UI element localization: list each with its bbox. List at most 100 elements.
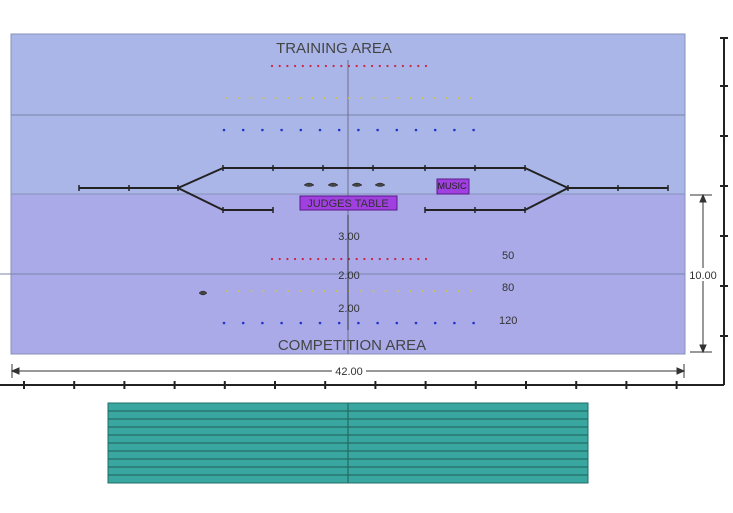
judge-seats (303, 182, 386, 187)
yellow-dot (372, 289, 375, 293)
red-dot (401, 257, 404, 261)
yellow-dot (372, 96, 375, 100)
blue-dot (280, 321, 283, 325)
yellow-dot (408, 289, 412, 293)
blue-dot (337, 321, 341, 325)
yellow-dot (225, 289, 229, 293)
yellow-dot (396, 96, 399, 100)
blue-dot (376, 321, 379, 325)
blue-dot (280, 128, 283, 132)
yellow-dot (311, 289, 314, 293)
perimeter-fence (0, 38, 725, 386)
rail-ticks (78, 165, 669, 213)
red-dot (386, 64, 389, 68)
blue-dot (357, 128, 360, 132)
red-dot (324, 257, 327, 261)
red-dot (386, 257, 389, 261)
red-dot (294, 257, 297, 261)
yellow-dot (286, 96, 290, 100)
red-dot (309, 257, 312, 261)
yellow-dot (421, 289, 424, 293)
red-dot (317, 257, 320, 261)
red-dot (363, 64, 366, 68)
red-dot (424, 257, 428, 261)
blue-dot (222, 128, 226, 132)
red-dot (424, 64, 428, 68)
blue-dot (241, 321, 245, 325)
yellow-dot (457, 96, 460, 100)
red-dot (332, 64, 335, 68)
yellow-dot (433, 96, 436, 100)
red-dot (301, 257, 304, 261)
gap-upper-label: 3.00 (338, 231, 359, 243)
red-dot (309, 64, 312, 68)
blue-dot (299, 321, 303, 325)
red-dot (332, 257, 335, 261)
blue-dot (414, 321, 418, 325)
yellow-dot (286, 289, 290, 293)
red-dot (278, 64, 281, 68)
blue-dot (453, 321, 456, 325)
yellow-dot (299, 96, 302, 100)
yellow-dot (299, 289, 302, 293)
yellow-dot (445, 289, 448, 293)
start-marker-icon (198, 290, 208, 296)
row-distance-80: 80 (502, 282, 514, 294)
red-dot (409, 64, 412, 68)
music-label: MUSIC (438, 181, 468, 191)
yellow-dot (360, 289, 363, 293)
red-dot (294, 64, 297, 68)
red-dot (417, 257, 420, 261)
red-dot (355, 64, 358, 68)
red-dot (301, 64, 304, 68)
blue-dot (241, 128, 245, 132)
red-dot (394, 64, 397, 68)
blue-dot (395, 128, 399, 132)
blue-dot (376, 128, 379, 132)
yellow-dot (335, 96, 338, 100)
yellow-dot (311, 96, 314, 100)
yellow-dot (262, 96, 265, 100)
red-dot (286, 64, 289, 68)
red-dot (286, 257, 289, 261)
yellow-dot (347, 96, 351, 100)
music-box (436, 178, 470, 195)
yellow-dot (238, 289, 241, 293)
blue-dot (318, 321, 322, 325)
red-dot (340, 257, 343, 261)
gap-lower-label: 2.00 (338, 303, 359, 315)
yellow-dot (384, 289, 387, 293)
red-dot (270, 257, 274, 261)
red-dot (378, 64, 381, 68)
red-dot (371, 64, 374, 68)
red-dot (401, 64, 404, 68)
blue-dot (261, 128, 264, 132)
blue-dot (414, 128, 418, 132)
yellow-dot (445, 96, 448, 100)
yellow-dot (433, 289, 436, 293)
blue-dot (222, 321, 226, 325)
training-area-title: TRAINING AREA (276, 40, 392, 57)
red-dot (394, 257, 397, 261)
yellow-dot (421, 96, 424, 100)
red-dot (378, 257, 381, 261)
yellow-dot (250, 289, 253, 293)
height-dimension-label: 10.00 (689, 270, 717, 282)
yellow-dot (225, 96, 229, 100)
red-dot (317, 64, 320, 68)
row-distance-120: 120 (499, 315, 517, 327)
yellow-dot (262, 289, 265, 293)
yellow-dot (360, 96, 363, 100)
judges-table (299, 195, 398, 211)
judges-table-label: JUDGES TABLE (307, 198, 389, 210)
yellow-dot (323, 289, 326, 293)
blue-dot (433, 128, 437, 132)
red-dot (278, 257, 281, 261)
red-dot (363, 257, 366, 261)
competition-area-title: COMPETITION AREA (278, 337, 426, 354)
blue-dot (453, 128, 456, 132)
yellow-dot (238, 96, 241, 100)
blue-dot (433, 321, 437, 325)
yellow-dot (384, 96, 387, 100)
